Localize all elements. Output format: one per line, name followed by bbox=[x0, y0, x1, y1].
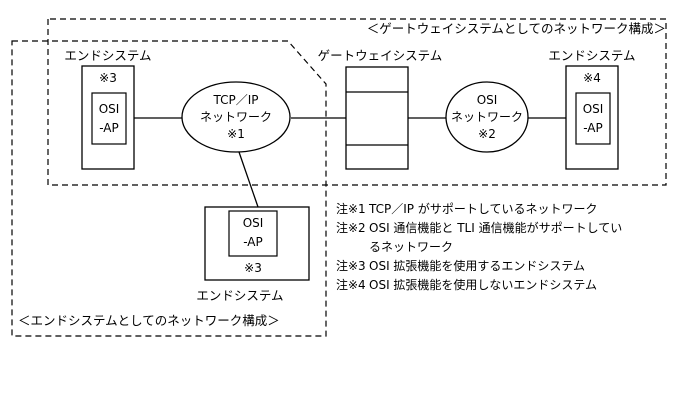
end-system-bottom-title: エンドシステム bbox=[196, 288, 283, 303]
footnote-2: 注※2 OSI 通信機能と TLI 通信機能がサポートしてい bbox=[336, 219, 622, 238]
tcpip-network-line1: TCP／IP bbox=[212, 93, 258, 107]
end-system-bottom-app-line2: -AP bbox=[243, 235, 263, 249]
footnote-3: 注※3 OSI 拡張機能を使用するエンドシステム bbox=[336, 257, 622, 276]
end-system-right: エンドシステム ※4 OSI -AP bbox=[548, 48, 636, 170]
end-system-right-mark: ※4 bbox=[583, 71, 601, 85]
end-system-view-label: ＜エンドシステムとしてのネットワーク構成＞ bbox=[18, 313, 280, 328]
footnote-2-continuation: るネットワーク bbox=[369, 240, 454, 254]
footnote-1-text: TCP／IP がサポートしているネットワーク bbox=[369, 202, 598, 216]
footnote-1-mark: 注※1 bbox=[336, 202, 366, 216]
end-system-left-app-line1: OSI bbox=[99, 102, 120, 116]
link-tcpip-bottom bbox=[238, 151, 259, 208]
footnote-2-mark: 注※2 bbox=[336, 221, 366, 235]
tcpip-network-mark: ※1 bbox=[227, 127, 245, 141]
footnote-3-mark: 注※3 bbox=[336, 259, 366, 273]
tcpip-network-line2: ネットワーク bbox=[200, 110, 272, 124]
footnote-2-text: OSI 通信機能と TLI 通信機能がサポートしてい bbox=[369, 221, 623, 235]
footnotes: 注※1 TCP／IP がサポートしているネットワーク 注※2 OSI 通信機能と… bbox=[336, 200, 622, 295]
osi-network-line2: ネットワーク bbox=[451, 110, 523, 124]
end-system-right-title: エンドシステム bbox=[548, 48, 635, 63]
end-system-bottom-mark: ※3 bbox=[244, 261, 262, 275]
end-system-bottom-app bbox=[228, 210, 278, 257]
end-system-left-app bbox=[91, 92, 127, 145]
end-system-right-app-line1: OSI bbox=[583, 102, 604, 116]
end-system-view-boundary bbox=[11, 40, 327, 337]
end-system-left: エンドシステム ※3 OSI -AP bbox=[64, 48, 152, 170]
gateway-view-label: ＜ゲートウェイシステムとしてのネットワーク構成＞ bbox=[367, 21, 666, 36]
end-system-left-app-line2: -AP bbox=[99, 121, 119, 135]
gateway-system: ゲートウェイシステム bbox=[318, 48, 443, 170]
osi-network-line1: OSI bbox=[477, 93, 498, 107]
footnote-3-text: OSI 拡張機能を使用するエンドシステム bbox=[369, 259, 586, 273]
gateway-system-title: ゲートウェイシステム bbox=[318, 48, 443, 63]
gateway-view-boundary bbox=[47, 18, 667, 186]
end-system-left-mark: ※3 bbox=[99, 71, 117, 85]
end-system-right-app bbox=[575, 92, 611, 145]
end-system-bottom-app-line1: OSI bbox=[243, 216, 264, 230]
end-system-left-title: エンドシステム bbox=[64, 48, 151, 63]
osi-network: OSI ネットワーク ※2 bbox=[445, 81, 529, 153]
tcpip-network: TCP／IP ネットワーク ※1 bbox=[181, 81, 291, 153]
end-system-right-app-line2: -AP bbox=[583, 121, 603, 135]
end-system-bottom: OSI -AP ※3 エンドシステム bbox=[196, 206, 310, 303]
footnote-4-mark: 注※4 bbox=[336, 278, 366, 292]
footnote-4-text: OSI 拡張機能を使用しないエンドシステム bbox=[369, 278, 598, 292]
footnote-1: 注※1 TCP／IP がサポートしているネットワーク bbox=[336, 200, 622, 219]
osi-network-mark: ※2 bbox=[478, 127, 496, 141]
footnote-4: 注※4 OSI 拡張機能を使用しないエンドシステム bbox=[336, 276, 622, 295]
